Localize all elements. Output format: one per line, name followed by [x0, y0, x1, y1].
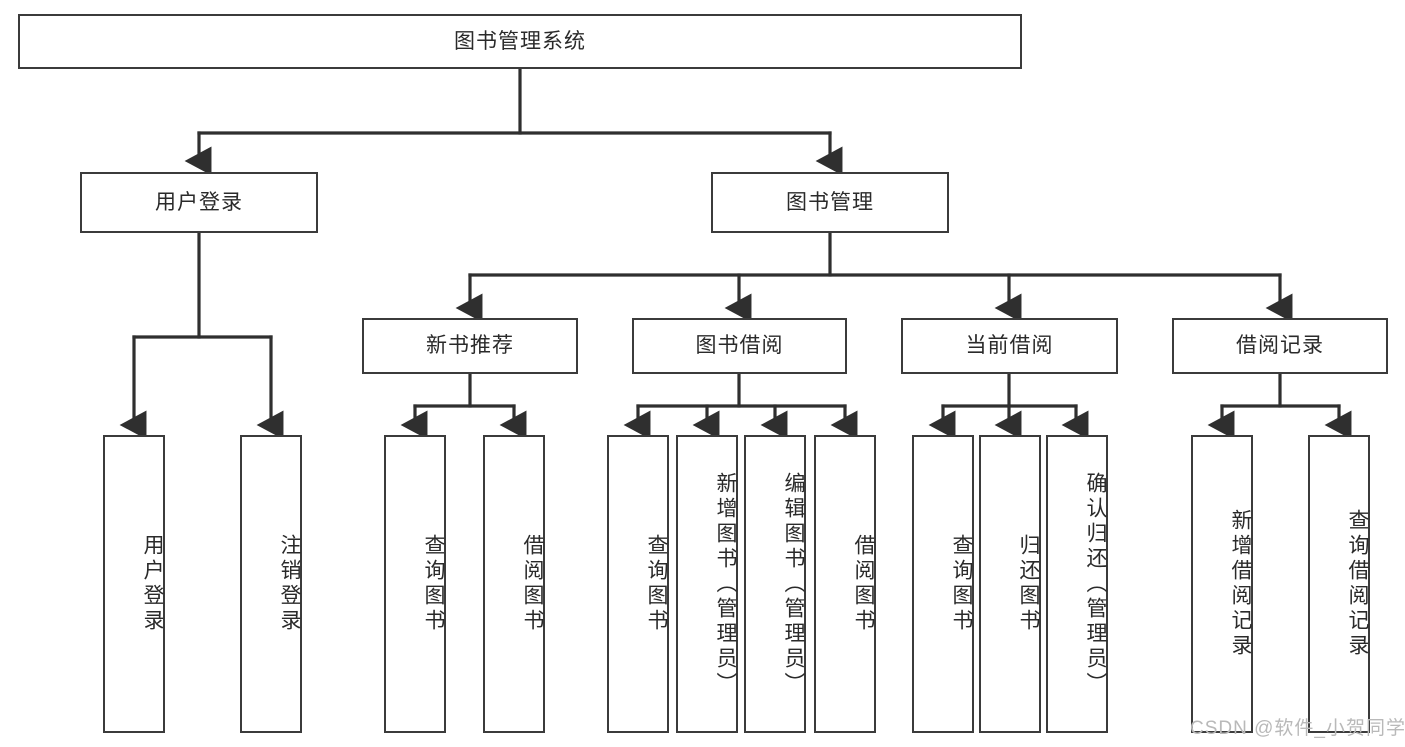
leaf-confirm-return-admin-label: 确认归还（管理员） — [1084, 471, 1107, 697]
leaf-user-logout[interactable]: 注销登录 — [240, 435, 302, 733]
node-user-login-label: 用户登录 — [155, 190, 243, 214]
leaf-query-book-borrow-label: 查询图书 — [645, 534, 668, 634]
node-book-borrow[interactable]: 图书借阅 — [632, 318, 847, 374]
node-new-book-recommend-label: 新书推荐 — [426, 334, 514, 358]
leaf-query-book-current[interactable]: 查询图书 — [912, 435, 974, 733]
leaf-query-book-borrow[interactable]: 查询图书 — [607, 435, 669, 733]
node-new-book-recommend[interactable]: 新书推荐 — [362, 318, 578, 374]
leaf-add-borrow-record-label: 新增借阅记录 — [1229, 509, 1252, 659]
node-book-manage-label: 图书管理 — [786, 190, 874, 214]
leaf-borrow-book-recommend[interactable]: 借阅图书 — [483, 435, 545, 733]
leaf-query-borrow-record-label: 查询借阅记录 — [1346, 509, 1369, 659]
leaf-add-book-admin[interactable]: 新增图书（管理员） — [676, 435, 738, 733]
leaf-confirm-return-admin[interactable]: 确认归还（管理员） — [1046, 435, 1108, 733]
node-borrow-record[interactable]: 借阅记录 — [1172, 318, 1388, 374]
leaf-user-login-label: 用户登录 — [141, 534, 164, 634]
node-root-label: 图书管理系统 — [454, 29, 586, 53]
node-root[interactable]: 图书管理系统 — [18, 14, 1022, 69]
node-book-borrow-label: 图书借阅 — [695, 334, 784, 358]
leaf-user-logout-label: 注销登录 — [278, 534, 301, 634]
leaf-add-borrow-record[interactable]: 新增借阅记录 — [1191, 435, 1253, 733]
leaf-edit-book-admin-label: 编辑图书（管理员） — [782, 471, 805, 697]
leaf-borrow-book-recommend-label: 借阅图书 — [521, 534, 544, 634]
leaf-user-login[interactable]: 用户登录 — [103, 435, 165, 733]
node-borrow-record-label: 借阅记录 — [1236, 334, 1324, 358]
node-current-borrow[interactable]: 当前借阅 — [901, 318, 1118, 374]
leaf-query-book-current-label: 查询图书 — [950, 534, 973, 634]
leaf-query-borrow-record[interactable]: 查询借阅记录 — [1308, 435, 1370, 733]
leaf-return-book-label: 归还图书 — [1017, 534, 1040, 634]
leaf-add-book-admin-label: 新增图书（管理员） — [714, 471, 737, 697]
node-book-manage[interactable]: 图书管理 — [711, 172, 949, 233]
leaf-edit-book-admin[interactable]: 编辑图书（管理员） — [744, 435, 806, 733]
node-current-borrow-label: 当前借阅 — [965, 334, 1054, 358]
csdn-watermark: CSDN @软件_小贺同学 — [1190, 718, 1405, 739]
node-user-login[interactable]: 用户登录 — [80, 172, 318, 233]
leaf-borrow-book-label: 借阅图书 — [852, 534, 875, 634]
leaf-return-book[interactable]: 归还图书 — [979, 435, 1041, 733]
leaf-borrow-book[interactable]: 借阅图书 — [814, 435, 876, 733]
leaf-query-book-recommend-label: 查询图书 — [422, 534, 445, 634]
leaf-query-book-recommend[interactable]: 查询图书 — [384, 435, 446, 733]
